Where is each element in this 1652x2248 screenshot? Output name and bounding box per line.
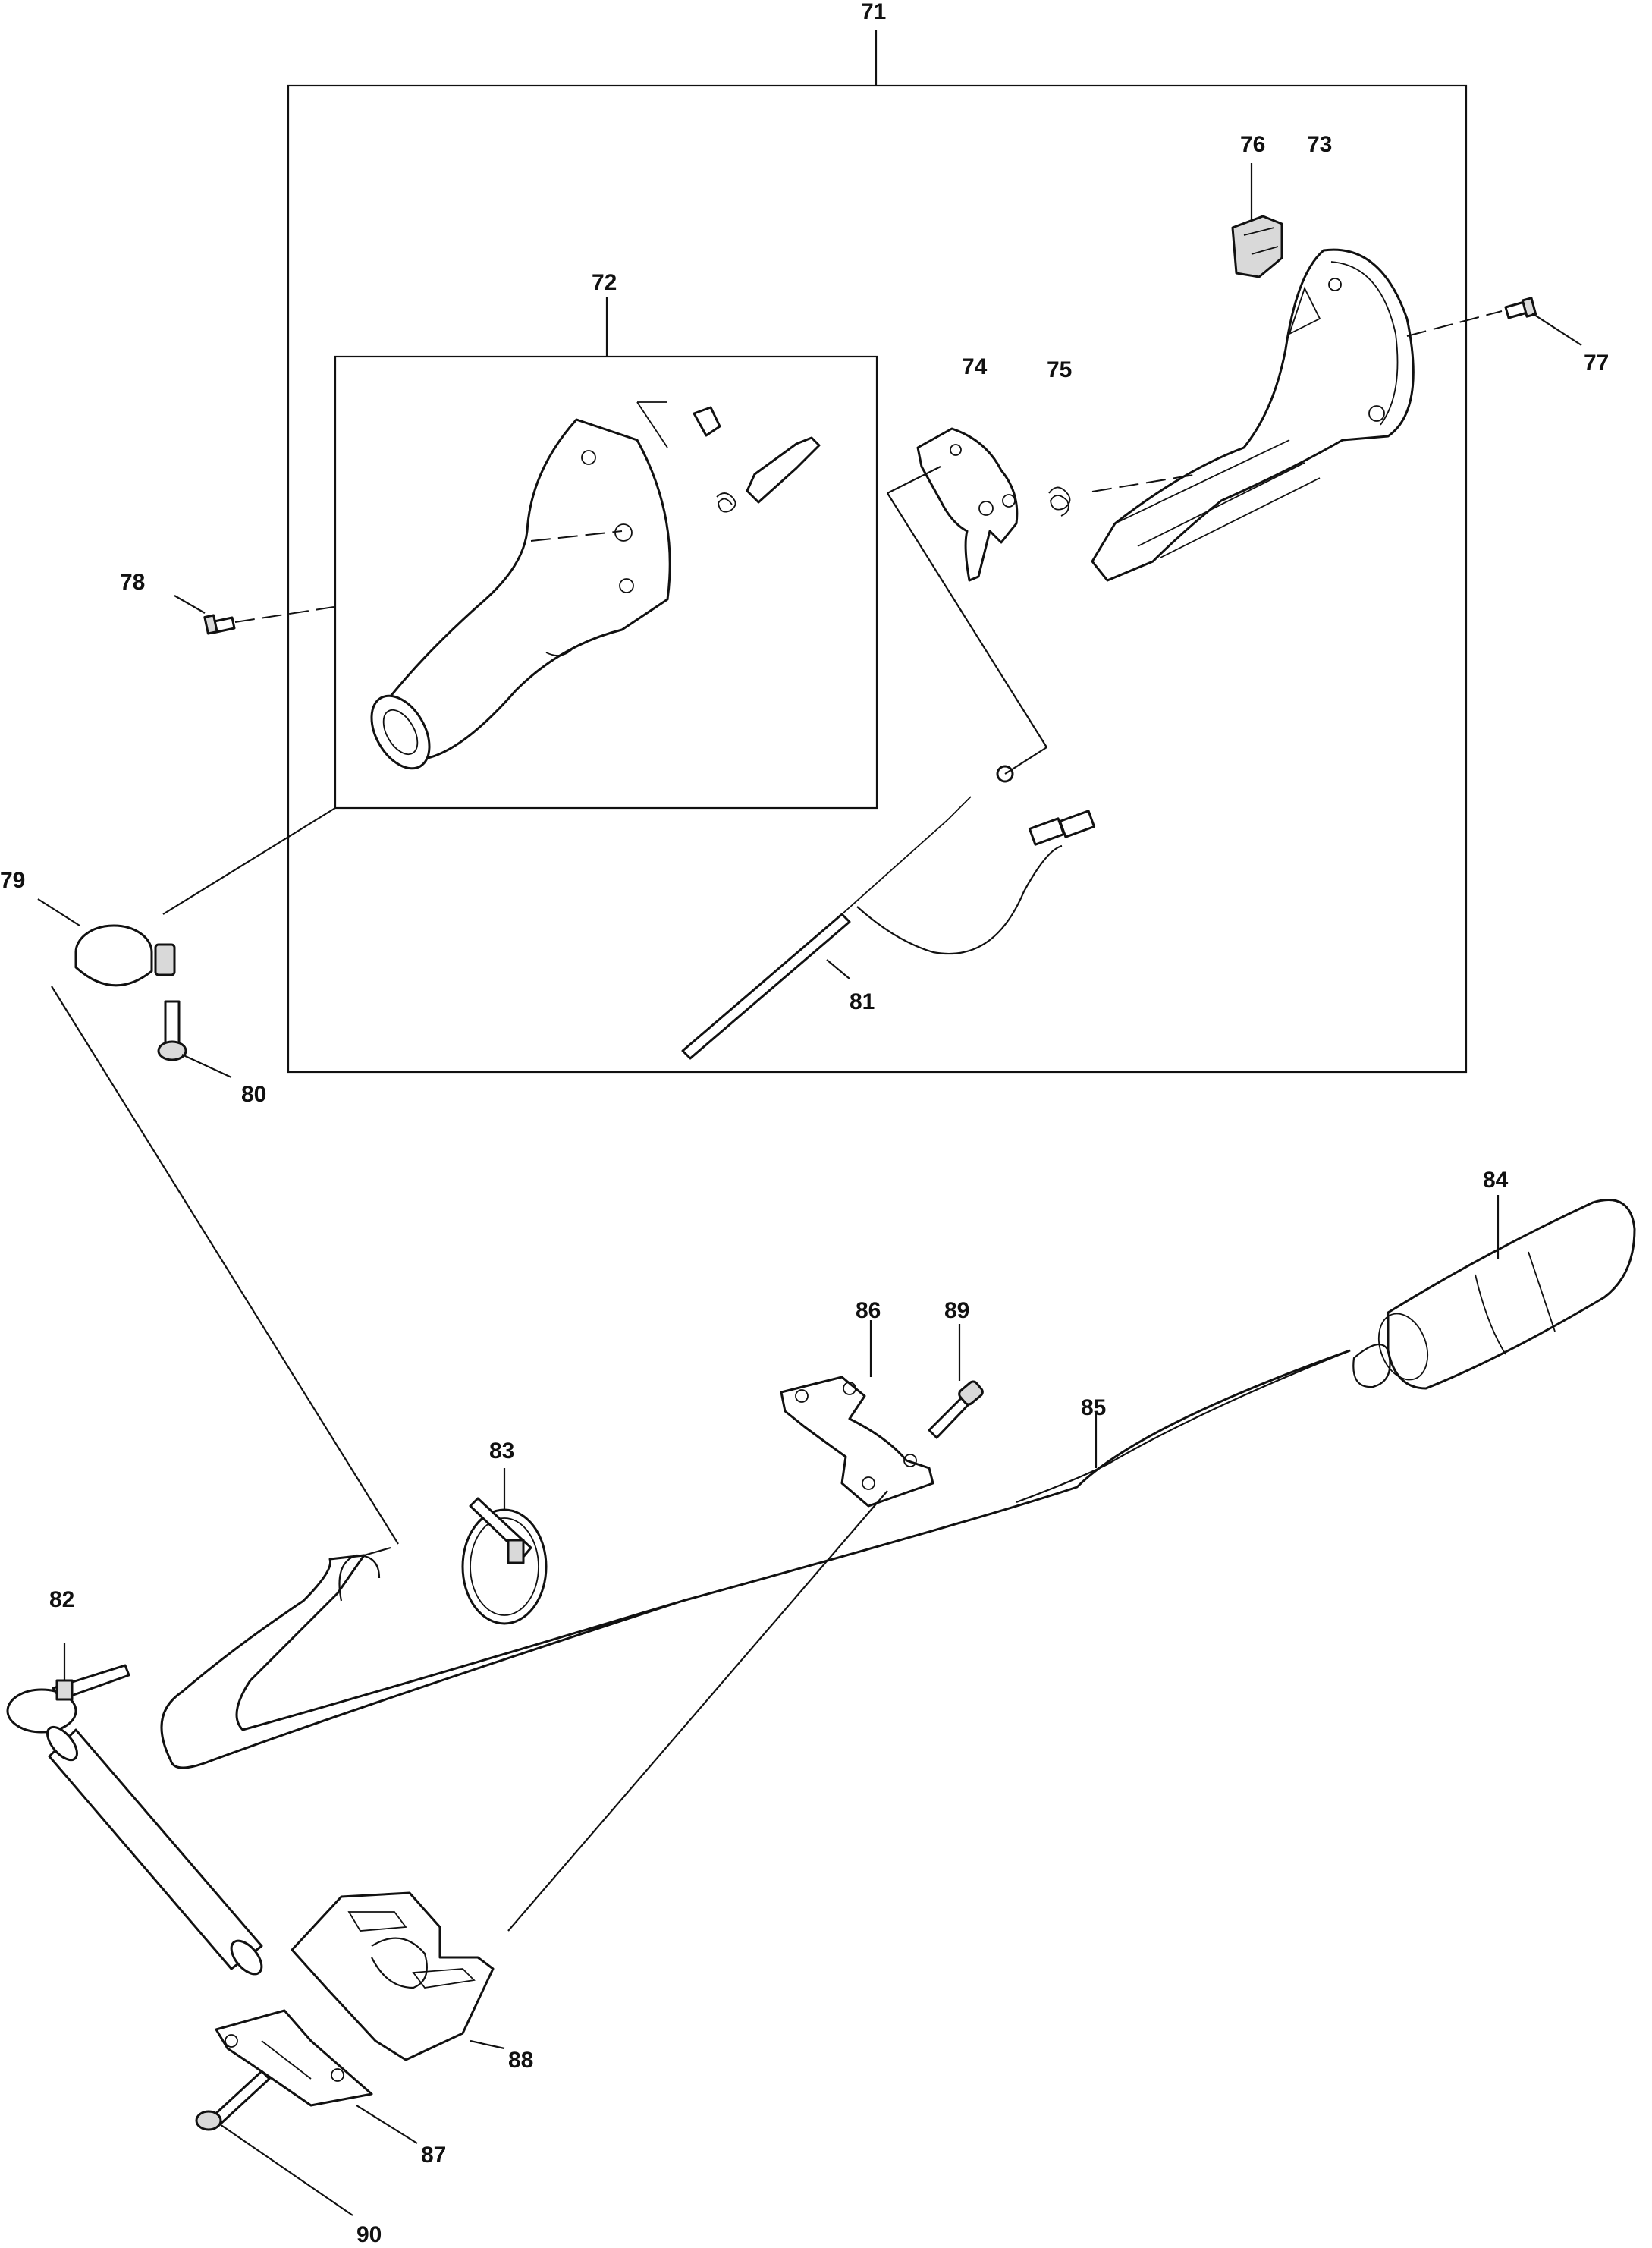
part-83-cable-tie (461, 1468, 548, 1625)
callout-90: 90 (356, 2222, 382, 2247)
part-72-grip-housing (370, 401, 821, 770)
callout-84: 84 (1483, 1168, 1509, 1193)
part-87-bracket-plate (215, 2009, 418, 2144)
callout-89: 89 (944, 1298, 969, 1323)
part-76-switch (1231, 163, 1283, 278)
callout-72: 72 (592, 270, 617, 295)
callout-75: 75 (1047, 357, 1072, 382)
callout-88: 88 (508, 2048, 533, 2073)
part-86-bracket (507, 1320, 934, 1932)
callout-86: 86 (856, 1298, 881, 1323)
assembly-box-71 (287, 84, 1468, 1074)
callout-87: 87 (421, 2143, 446, 2168)
callout-74: 74 (962, 354, 988, 379)
callout-80: 80 (241, 1082, 266, 1107)
sleeve (46, 1725, 263, 1976)
part-85-handle-bar (160, 1343, 1391, 1769)
callout-79: 79 (0, 868, 25, 893)
part-80-bolt (157, 1000, 232, 1078)
callout-78: 78 (120, 570, 145, 595)
part-88-clamp-block (291, 1891, 505, 2061)
part-89-screw (928, 1324, 984, 1439)
callout-73: 73 (1307, 132, 1332, 157)
part-75-spring (1048, 486, 1071, 517)
callout-83: 83 (489, 1438, 514, 1464)
callout-76: 76 (1240, 132, 1265, 157)
part-82-cable-tie (6, 1643, 130, 1734)
part-74-throttle-trigger (916, 427, 1019, 582)
callout-77: 77 (1584, 351, 1609, 376)
part-84-grip (1377, 1195, 1636, 1390)
part-73-handle-body (1091, 248, 1503, 582)
callout-81: 81 (850, 989, 875, 1014)
callout-82: 82 (49, 1587, 74, 1612)
callout-71: 71 (861, 0, 886, 24)
part-79-clamp-ring (37, 807, 336, 987)
callout-85: 85 (1081, 1395, 1106, 1420)
part-81-throttle-cable (681, 466, 1096, 1060)
part-77-screw (1504, 297, 1582, 346)
part-78-screw (174, 595, 334, 635)
part-90-bolt (195, 2070, 353, 2216)
